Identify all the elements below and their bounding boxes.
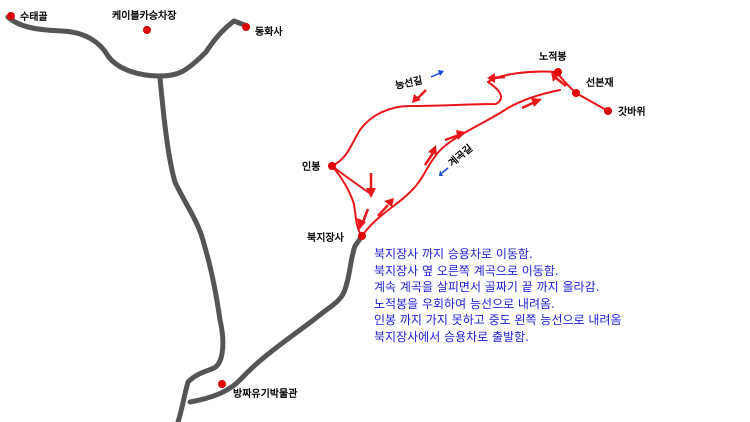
valley-direction-arrow <box>439 167 449 176</box>
route-arrow-3 <box>377 198 394 217</box>
label-ridge-trail: 능선길 <box>394 73 424 91</box>
route-arrow-4 <box>423 145 437 166</box>
marker-cable-car <box>143 26 151 34</box>
note-line: 북지장사에서 승용차로 출발함. <box>374 329 529 344</box>
route-arrow-8 <box>487 73 506 83</box>
label-gatbawi: 갓바위 <box>618 105 646 118</box>
label-nojeokbong: 노적봉 <box>539 50 567 63</box>
route-arrow-5 <box>444 130 466 142</box>
marker-donghwasa <box>242 23 250 31</box>
label-seonbonjae: 선본재 <box>586 76 614 89</box>
road-main-south <box>157 75 226 422</box>
marker-sutaegol <box>7 12 15 20</box>
note-line: 북지장사 옆 오른쪽 계곡으로 이동함. <box>374 263 559 278</box>
route-arrow-6 <box>521 98 542 110</box>
note-line: 계속 계곡을 살피면서 골짜기 끝 까지 올라감. <box>374 280 600 294</box>
ridge-direction-arrow <box>430 70 444 78</box>
label-bangjja-museum: 방짜유기박물관 <box>233 387 298 400</box>
route-arrow-2 <box>357 208 370 230</box>
note-line: 인봉 까지 가지 못하고 중도 왼쪽 능선으로 내려옴 <box>374 313 622 327</box>
note-line: 북지장사 까지 승용차로 이동함. <box>374 247 533 261</box>
marker-bangjja-museum <box>218 380 226 388</box>
label-bukjijangsa: 북지장사 <box>307 231 345 244</box>
marker-nojeokbong <box>554 68 562 76</box>
trip-notes: 북지장사 까지 승용차로 이동함. 북지장사 옆 오른쪽 계곡으로 이동함. 계… <box>374 246 622 345</box>
route-arrow-1 <box>366 173 376 198</box>
road-sutaegol-donghwasa <box>5 14 250 79</box>
label-cable-car: 케이블카승차장 <box>112 9 177 22</box>
label-sutaegol: 수태골 <box>20 10 48 23</box>
road-museum-bukjijangsa <box>187 233 365 405</box>
label-donghwasa: 동화사 <box>255 25 283 38</box>
route-line <box>331 70 577 237</box>
route-gatbawi-spur <box>575 92 609 112</box>
label-valley-trail: 계곡길 <box>446 142 476 170</box>
note-line: 노적봉을 우회하여 능선으로 내려옴. <box>374 296 555 311</box>
label-inbong: 인봉 <box>302 160 320 173</box>
marker-bukjijangsa <box>358 232 366 240</box>
route-arrow-9 <box>412 89 427 103</box>
marker-inbong <box>328 162 336 170</box>
